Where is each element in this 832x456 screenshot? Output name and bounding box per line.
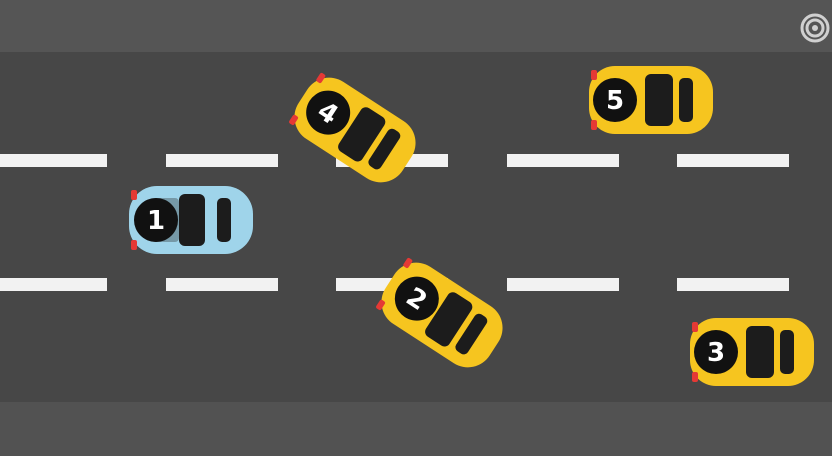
tail-light: [131, 190, 137, 200]
tail-light: [591, 70, 597, 80]
car-rear-window: [455, 313, 488, 355]
car-rear-window: [780, 330, 794, 374]
lane-dash: [507, 278, 619, 291]
tail-light: [316, 72, 326, 84]
car-windshield: [425, 292, 473, 347]
lane-dash: [166, 278, 278, 291]
number-badge: [394, 276, 439, 321]
car-number: 5: [606, 86, 624, 116]
car-number: 3: [707, 338, 725, 368]
number-badge: [134, 198, 178, 242]
car-windshield: [645, 74, 673, 126]
car-rear-window: [679, 78, 693, 122]
lane-dash: [507, 154, 619, 167]
lane-dash: [166, 154, 278, 167]
car-1[interactable]: 1: [129, 186, 253, 254]
car-5[interactable]: 5: [589, 66, 713, 134]
lane-dash: [677, 278, 789, 291]
car-rear-window: [217, 198, 231, 242]
lane-dash: [0, 278, 107, 291]
tail-light: [289, 114, 299, 125]
tail-light: [591, 120, 597, 130]
tail-light: [131, 240, 137, 250]
car-windshield: [338, 107, 386, 162]
car-4[interactable]: 4: [284, 68, 425, 193]
number-badge: [593, 78, 637, 122]
car-3[interactable]: 3: [690, 318, 814, 386]
car-windshield: [179, 194, 205, 246]
car-2[interactable]: 2: [371, 253, 512, 378]
car-windshield: [746, 326, 774, 378]
broadcaster-logo-icon: [800, 13, 830, 43]
car-rear-window: [368, 128, 401, 170]
tail-light: [692, 372, 698, 382]
bottom-shoulder: [0, 402, 832, 456]
top-shoulder: [0, 0, 832, 52]
tail-light: [692, 322, 698, 332]
lane-marking-row-upper: [0, 154, 789, 167]
tail-light: [376, 299, 386, 310]
number-badge: [694, 330, 738, 374]
number-badge: [306, 90, 351, 135]
lane-dash: [677, 154, 789, 167]
tail-light: [403, 257, 413, 269]
car-number: 1: [147, 206, 165, 236]
lane-dash: [0, 154, 107, 167]
